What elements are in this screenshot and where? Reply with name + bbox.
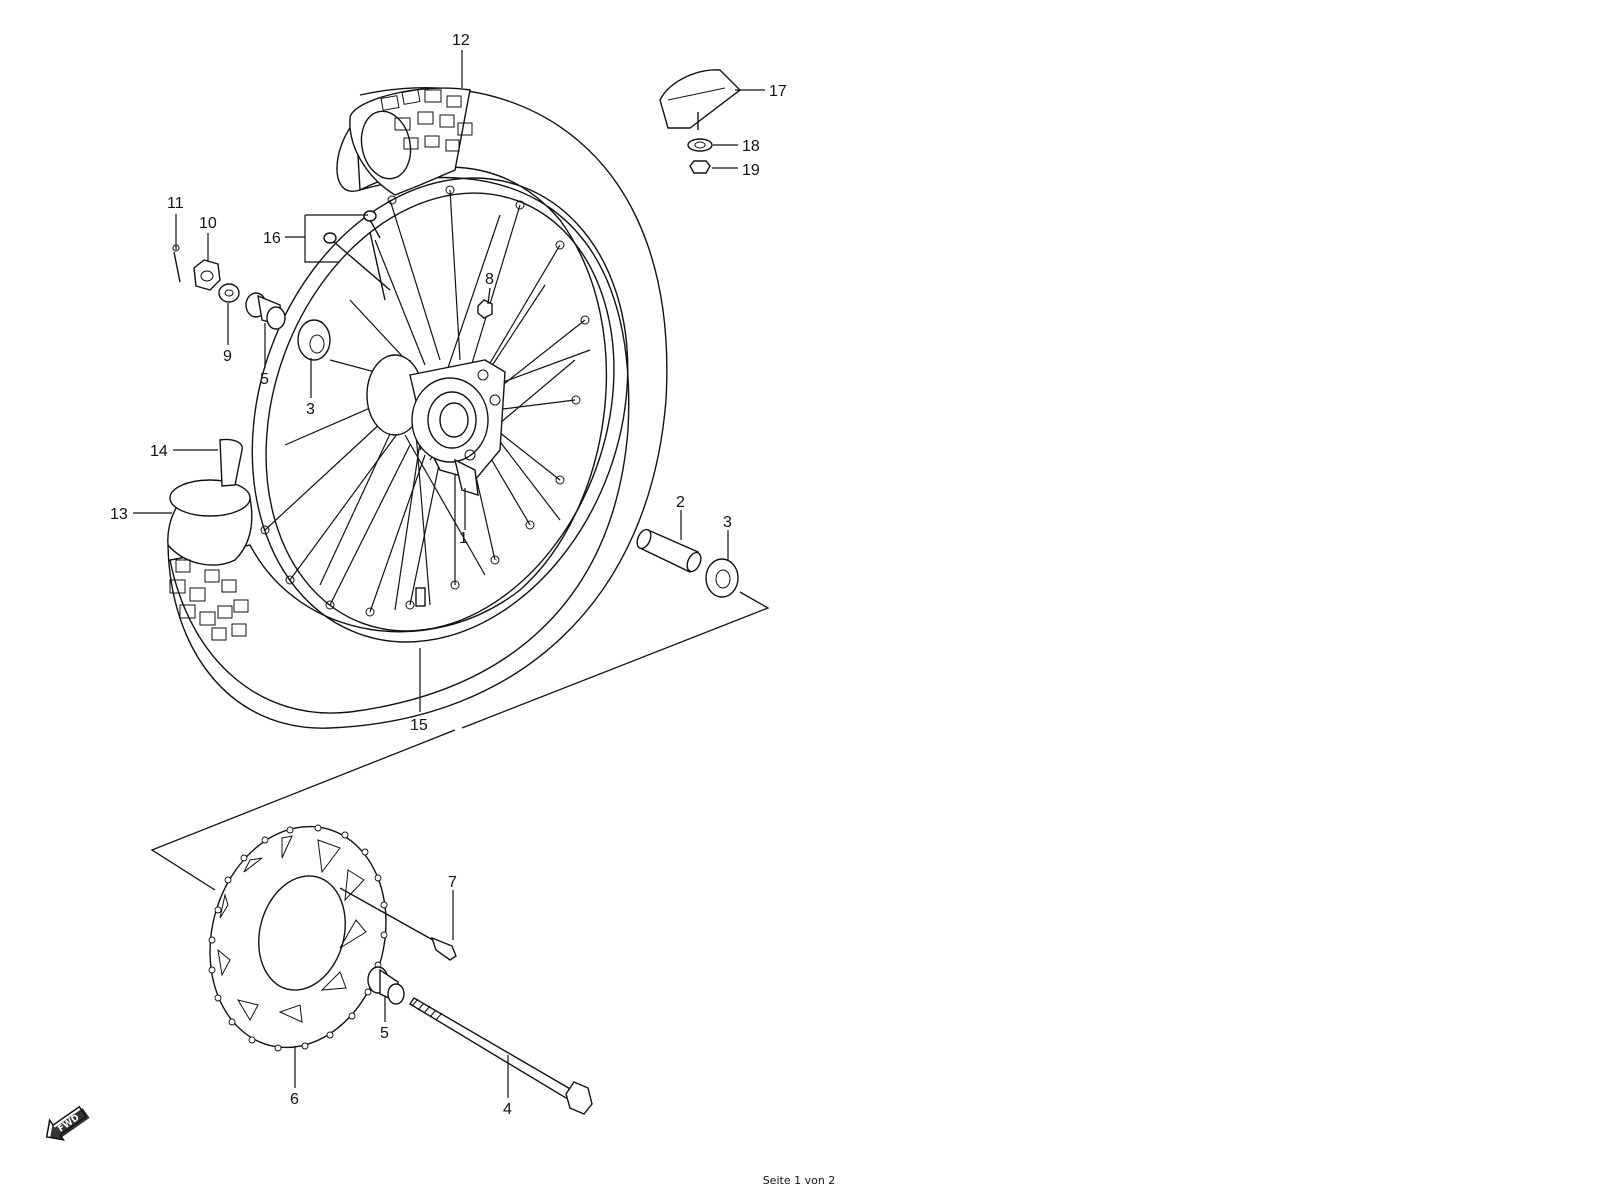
callout-19: 19 — [742, 162, 760, 179]
callout-5-lower: 5 — [380, 1025, 389, 1042]
rim — [251, 177, 629, 643]
spacer-collar — [245, 292, 286, 330]
spoke-nipples — [260, 185, 590, 617]
callout-7: 7 — [448, 874, 457, 891]
leader-lines — [133, 50, 765, 1098]
callout-14: 14 — [150, 443, 168, 460]
callout-3: 3 — [306, 401, 315, 418]
valve-stem — [415, 587, 426, 607]
page-footer: Seite 1 von 2 — [762, 1174, 836, 1187]
nut-part-8 — [477, 299, 493, 319]
collar-lower — [367, 966, 405, 1005]
cotter-pin — [172, 244, 181, 283]
hub — [366, 354, 506, 496]
callout-11: 11 — [167, 195, 184, 212]
fwd-arrow-icon: FWD — [45, 1105, 90, 1141]
callout-2: 2 — [676, 494, 685, 511]
axle-nut — [193, 259, 221, 291]
callout-3-right: 3 — [723, 514, 732, 531]
disc-bolt — [339, 887, 457, 961]
callout-15: 15 — [410, 717, 428, 734]
bearing-right — [705, 558, 739, 598]
callout-10: 10 — [199, 215, 217, 232]
callout-18: 18 — [742, 138, 760, 155]
exploded-guide — [150, 591, 770, 891]
spacer-right — [636, 528, 702, 573]
callout-5: 5 — [260, 371, 269, 388]
axle — [409, 997, 593, 1115]
callout-13: 13 — [110, 506, 128, 523]
rim-lock — [659, 69, 742, 174]
callout-6: 6 — [290, 1091, 299, 1108]
callout-12: 12 — [452, 32, 470, 49]
bearing-left — [297, 319, 331, 361]
brake-disc — [208, 824, 388, 1052]
washer — [218, 283, 240, 303]
callout-8: 8 — [485, 271, 494, 288]
spoke-nipple-parts — [323, 210, 391, 301]
callout-17: 17 — [769, 83, 787, 100]
callout-9: 9 — [223, 348, 232, 365]
rim-band — [219, 438, 243, 487]
tire — [167, 87, 668, 729]
callout-1: 1 — [459, 530, 468, 547]
callout-16: 16 — [263, 230, 281, 247]
callout-4: 4 — [503, 1101, 512, 1118]
